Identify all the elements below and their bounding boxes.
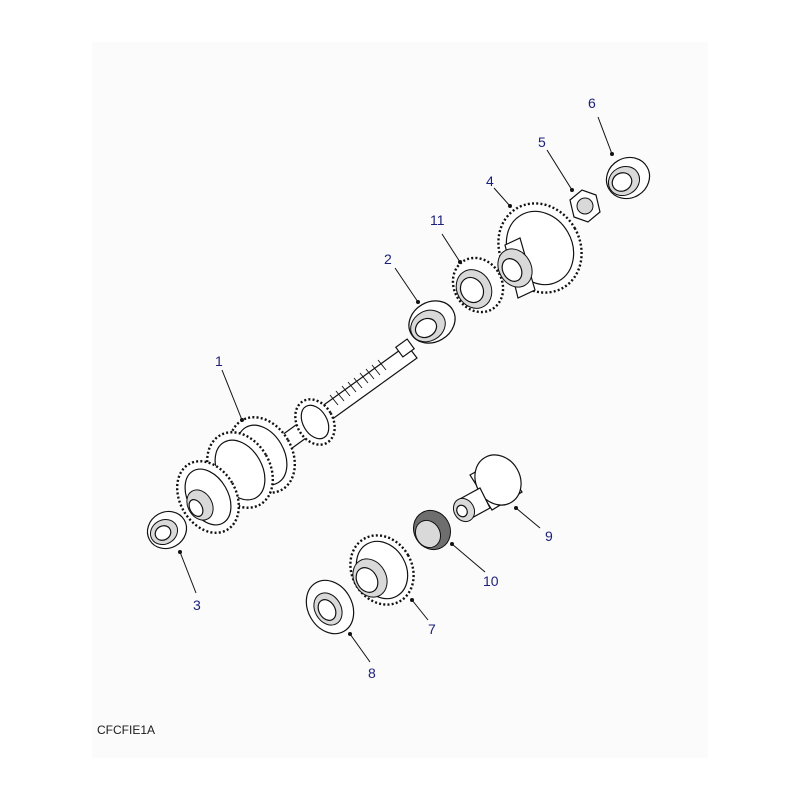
part-1-main-shaft[interactable]: [165, 338, 418, 544]
callout-6: 6: [588, 95, 596, 111]
callout-labels: 1 2 3 4 5 6 7 8 9 10 11: [193, 95, 596, 681]
callout-11: 11: [430, 212, 445, 228]
part-5-nut[interactable]: [569, 189, 601, 223]
part-10-needle-bearing[interactable]: [406, 504, 457, 557]
callout-8: 8: [368, 665, 376, 681]
callout-9: 9: [545, 528, 553, 544]
part-7-gear[interactable]: [338, 524, 426, 616]
part-2-bearing[interactable]: [401, 293, 463, 352]
part-4-large-gear[interactable]: [482, 188, 597, 308]
diagram-sheet: [92, 42, 708, 758]
leader-lines: [178, 116, 614, 663]
part-3-bearing-nut[interactable]: [141, 504, 194, 555]
callout-7: 7: [428, 621, 436, 637]
callout-3: 3: [193, 597, 201, 613]
callout-1: 1: [215, 353, 223, 369]
diagram-reference-code: CFCFIE1A: [97, 723, 156, 737]
part-9-sleeve[interactable]: [449, 446, 530, 525]
callout-2: 2: [384, 251, 392, 267]
callout-10: 10: [483, 573, 499, 589]
part-6-bearing[interactable]: [599, 150, 657, 207]
part-8-thrust-washer[interactable]: [297, 572, 363, 642]
part-11-small-gear[interactable]: [443, 249, 513, 321]
callout-5: 5: [538, 134, 546, 150]
callout-4: 4: [486, 173, 494, 189]
